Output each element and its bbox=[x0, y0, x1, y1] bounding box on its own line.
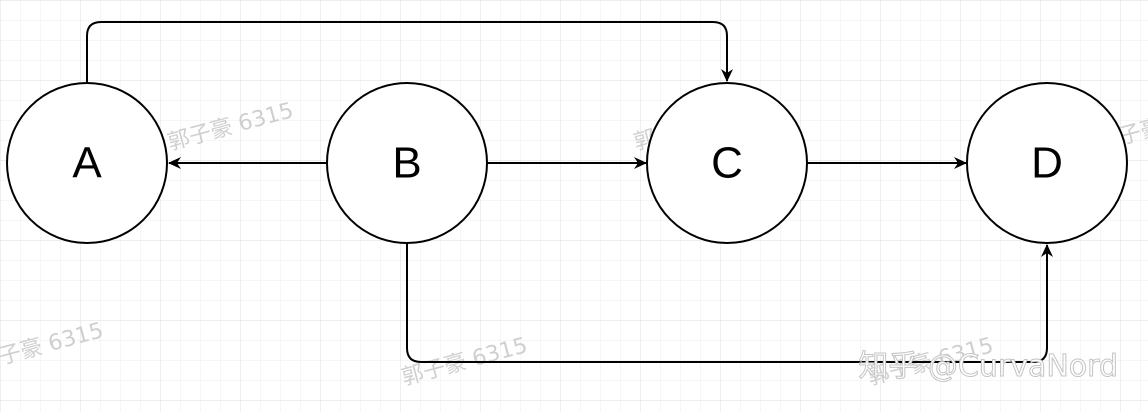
node-d-label: D bbox=[1031, 139, 1063, 188]
node-d-circle bbox=[966, 82, 1128, 244]
node-c: C bbox=[646, 82, 808, 244]
credit-watermark: 知乎 @CurvaNord bbox=[858, 349, 1118, 384]
node-b-circle bbox=[326, 82, 488, 244]
node-b: B bbox=[326, 82, 488, 244]
node-a-label: A bbox=[72, 139, 102, 188]
edges bbox=[86, 21, 1053, 363]
edge-b-to-d bbox=[406, 243, 1053, 363]
node-a: A bbox=[6, 82, 168, 244]
node-c-label: C bbox=[711, 139, 743, 188]
node-b-label: B bbox=[392, 139, 421, 188]
node-a-circle bbox=[6, 82, 168, 244]
edge-a-to-c bbox=[86, 21, 733, 84]
node-c-circle bbox=[646, 82, 808, 244]
node-d: D bbox=[966, 82, 1128, 244]
